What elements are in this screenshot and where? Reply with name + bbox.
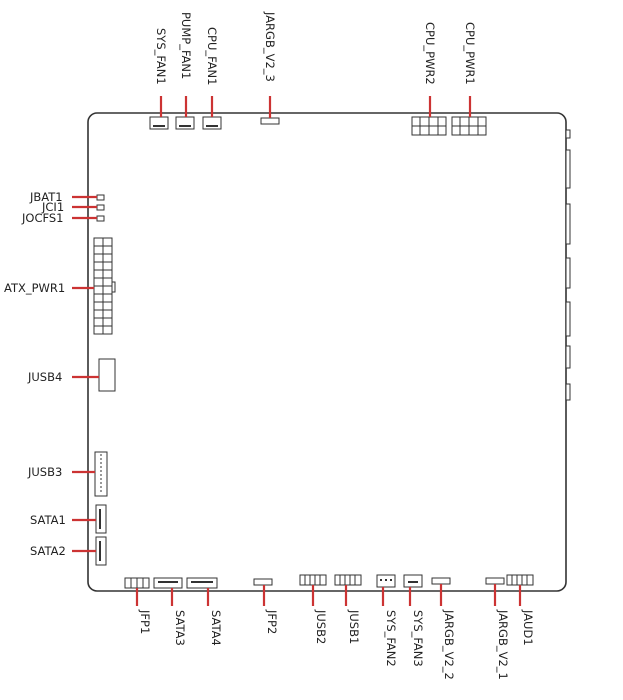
jaud1-label: JAUD1: [521, 609, 535, 646]
jusb3-connector: [72, 451, 108, 497]
jocfs1-label: JOCFS1: [21, 211, 64, 225]
cpu-pwr1-connector: [451, 96, 487, 136]
jusb4-label: JUSB4: [27, 370, 62, 384]
sys-fan1-label: SYS_FAN1: [154, 28, 168, 85]
jusb2-label: JUSB2: [314, 609, 328, 644]
sata4-connector: [186, 577, 218, 606]
cpu-pwr1-label: CPU_PWR1: [463, 22, 477, 85]
jargb-v2-2-label: JARGB_V2_2: [442, 609, 456, 680]
cpu-pwr2-label: CPU_PWR2: [423, 22, 437, 85]
jfp2-connector: [253, 578, 273, 606]
sys-fan3-connector: [403, 574, 423, 606]
jfp1-label: JFP1: [138, 609, 152, 634]
pump-fan1-connector: [175, 96, 195, 130]
atx-pwr1-connector: [72, 237, 116, 335]
motherboard-outline: [87, 112, 567, 592]
jargb-v2-1-label: JARGB_V2_1: [496, 609, 510, 680]
sata1-label: SATA1: [30, 513, 66, 527]
jargb-v2-1-connector: [485, 577, 505, 606]
sata2-label: SATA2: [30, 544, 66, 558]
jusb4-connector: [72, 358, 116, 392]
sata1-connector: [72, 504, 107, 534]
jargb-v2-3-label: JARGB_V2_3: [263, 11, 277, 82]
cpu-fan1-connector: [202, 96, 222, 130]
jaud1-connector: [506, 574, 534, 606]
sys-fan2-label: SYS_FAN2: [384, 610, 398, 667]
sys-fan2-connector: [376, 574, 396, 606]
jocfs1-connector: [72, 215, 105, 222]
jargb-v2-2-connector: [431, 577, 451, 606]
jbat1-label: JBAT1: [29, 190, 63, 204]
jfp1-connector: [124, 577, 150, 606]
jci1-label: JCI1: [41, 200, 64, 214]
atx-pwr1-label: ATX_PWR1: [4, 281, 65, 295]
sys-fan3-label: SYS_FAN3: [411, 610, 425, 667]
jusb2-connector: [299, 574, 327, 606]
jci1-connector: [72, 204, 105, 211]
sata4-label: SATA4: [209, 610, 223, 646]
jfp2-label: JFP2: [265, 609, 279, 634]
sata3-label: SATA3: [173, 610, 187, 646]
sata3-connector: [153, 577, 183, 606]
jusb3-label: JUSB3: [27, 465, 62, 479]
sata2-connector: [72, 536, 107, 566]
pump-fan1-label: PUMP_FAN1: [179, 12, 193, 79]
jbat1-connector: [72, 194, 105, 201]
jusb1-connector: [334, 574, 362, 606]
sys-fan1-connector: [149, 96, 169, 130]
jargb-v2-3-connector: [260, 96, 280, 125]
jusb1-label: JUSB1: [347, 609, 361, 644]
cpu-pwr2-connector: [411, 96, 447, 136]
rear-io-edge: [565, 129, 571, 401]
cpu-fan1-label: CPU_FAN1: [205, 27, 219, 85]
